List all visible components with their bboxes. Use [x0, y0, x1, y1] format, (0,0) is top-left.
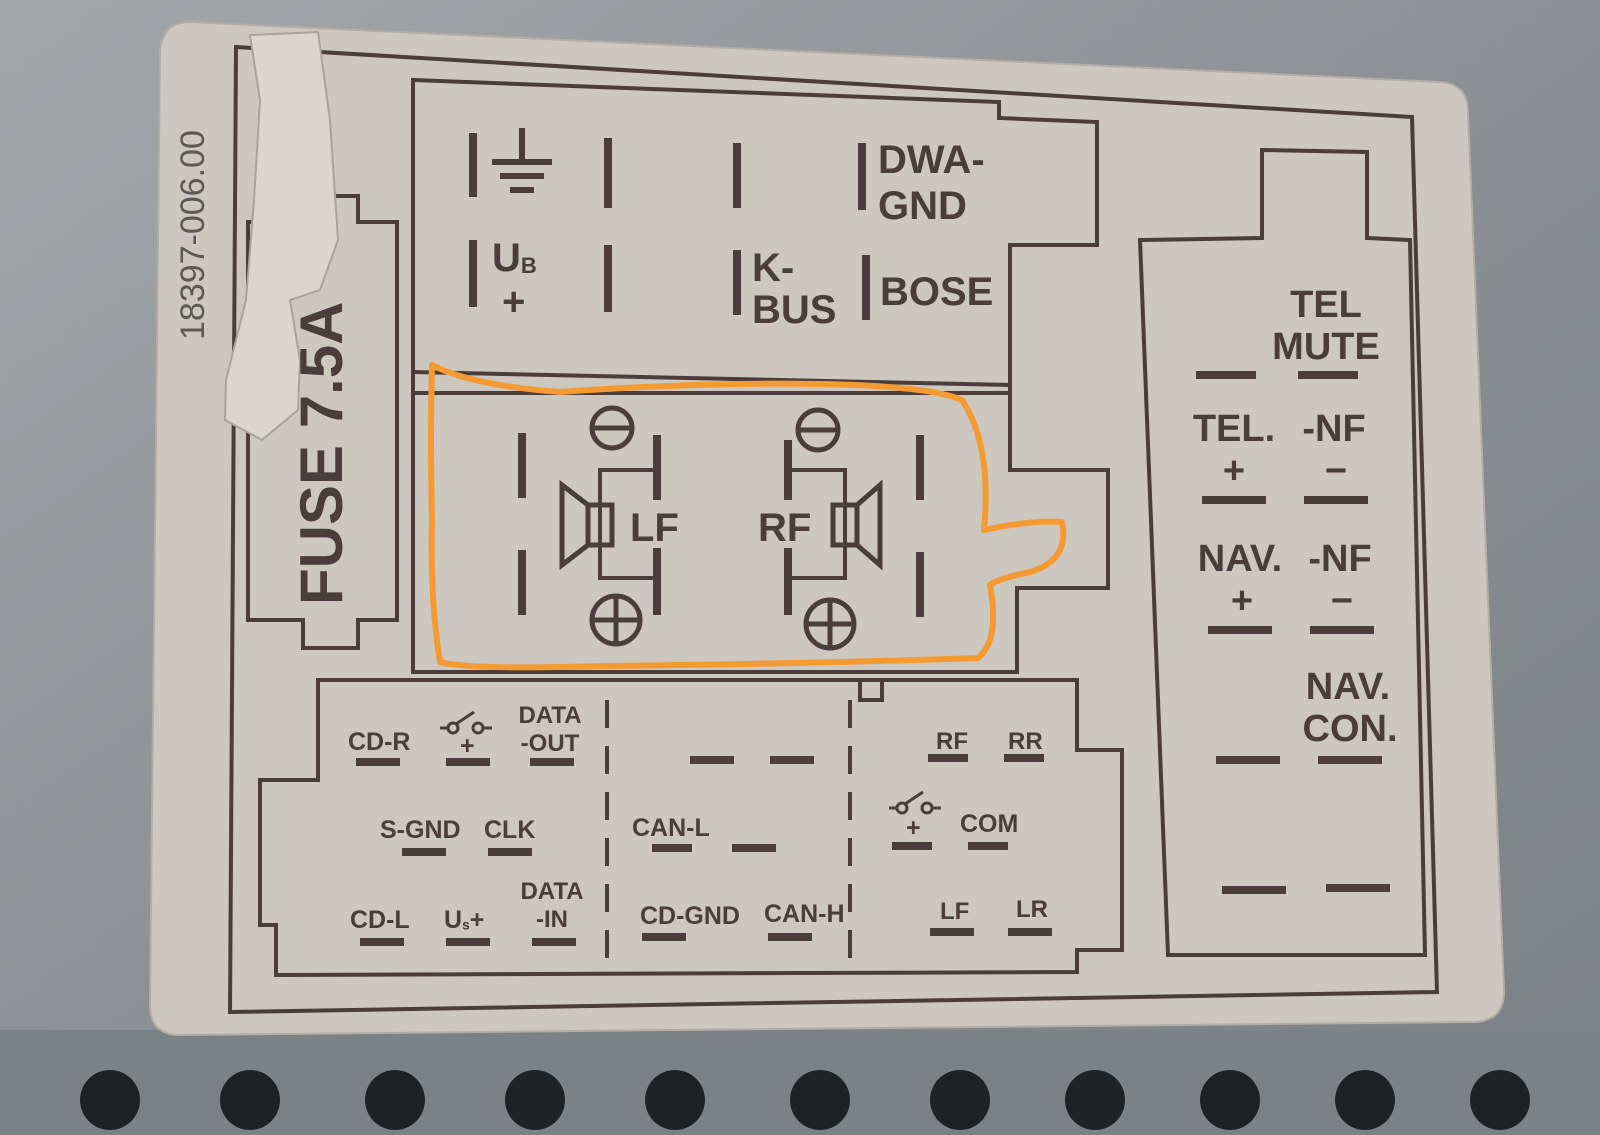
right-pins [1196, 371, 1390, 894]
cd-r-label: CD-R [348, 728, 411, 756]
speaker-wiring [598, 468, 847, 580]
ub-main: U [492, 236, 521, 280]
tel-nf-label-line1: -NF [1302, 408, 1366, 450]
plus-terminal-icon-right [803, 597, 857, 651]
tel-nf-label-line2: − [1324, 450, 1348, 492]
k-bus-label-line2: BUS [752, 288, 837, 332]
can-h-label: CAN-H [764, 900, 845, 928]
ub-plus-sign: + [502, 280, 526, 324]
switch-plus-label: + [460, 732, 475, 760]
data-in-label-line2: -IN [536, 906, 568, 933]
vent-holes [80, 1070, 1530, 1130]
us-plus: + [469, 906, 485, 934]
nav-plus-label-line2: + [1230, 580, 1254, 622]
lr-label: LR [1016, 896, 1048, 923]
right-speaker-icon [830, 479, 883, 571]
part-number: 18397-006.00 [174, 130, 212, 340]
plus-terminal-icon-left [589, 593, 643, 647]
com-label: COM [960, 810, 1019, 838]
tel-mute-label-line2: MUTE [1272, 326, 1380, 368]
switch-icon [440, 710, 492, 735]
clk-label: CLK [484, 816, 536, 844]
switch-icon-2 [889, 790, 941, 815]
lf-label: LF [940, 898, 970, 925]
nav-nf-label-line2: − [1330, 580, 1354, 622]
diagram-lines [227, 44, 1440, 1015]
ground-icon [492, 128, 552, 193]
can-l-label: CAN-L [632, 814, 710, 842]
nav-con-label-line2: CON. [1302, 708, 1398, 750]
k-bus-label-line1: K- [752, 246, 795, 290]
switch-plus-label-2: + [906, 814, 921, 842]
rf-label: RF [936, 728, 968, 755]
cd-l-label: CD-L [350, 906, 410, 934]
tel-plus-label-line2: + [1222, 450, 1246, 492]
s-gnd-label: S-GND [380, 816, 461, 844]
rr-label: RR [1008, 728, 1043, 755]
speaker-pins [518, 433, 924, 617]
ub-sub: B [520, 253, 537, 279]
tel-mute-label-line1: TEL [1290, 284, 1362, 326]
highlight-outline [428, 362, 1067, 671]
nav-con-label-line1: NAV. [1305, 666, 1391, 708]
right-front-label: RF [758, 506, 812, 550]
minus-terminal-icon-right [795, 407, 841, 453]
us-sub: s [462, 917, 470, 933]
data-in-label-line1: DATA [520, 878, 584, 905]
torn-tape [223, 30, 340, 442]
nav-plus-label-line1: NAV. [1197, 538, 1283, 580]
data-out-label-line1: DATA [518, 702, 582, 729]
left-front-label: LF [630, 506, 679, 550]
nav-nf-label-line1: -NF [1308, 538, 1372, 580]
top-pins [469, 133, 870, 320]
us-main: U [444, 906, 463, 934]
left-speaker-icon [559, 479, 615, 571]
us-plus-label: Us+ [444, 908, 484, 933]
fuse-rating: FUSE 7.5A [288, 301, 355, 605]
dwa-gnd-label-line1: DWA- [878, 138, 985, 182]
data-out-label-line2: -OUT [520, 730, 580, 757]
sticker [148, 20, 1506, 1037]
minus-terminal-icon-left [589, 405, 635, 451]
bose-label: BOSE [880, 270, 994, 314]
bottom-pins [356, 754, 1052, 946]
tel-plus-label-line1: TEL. [1192, 408, 1276, 450]
dwa-gnd-label-line2: GND [878, 184, 967, 228]
ub-plus-label: UB [492, 238, 537, 278]
cd-gnd-label: CD-GND [640, 902, 740, 930]
